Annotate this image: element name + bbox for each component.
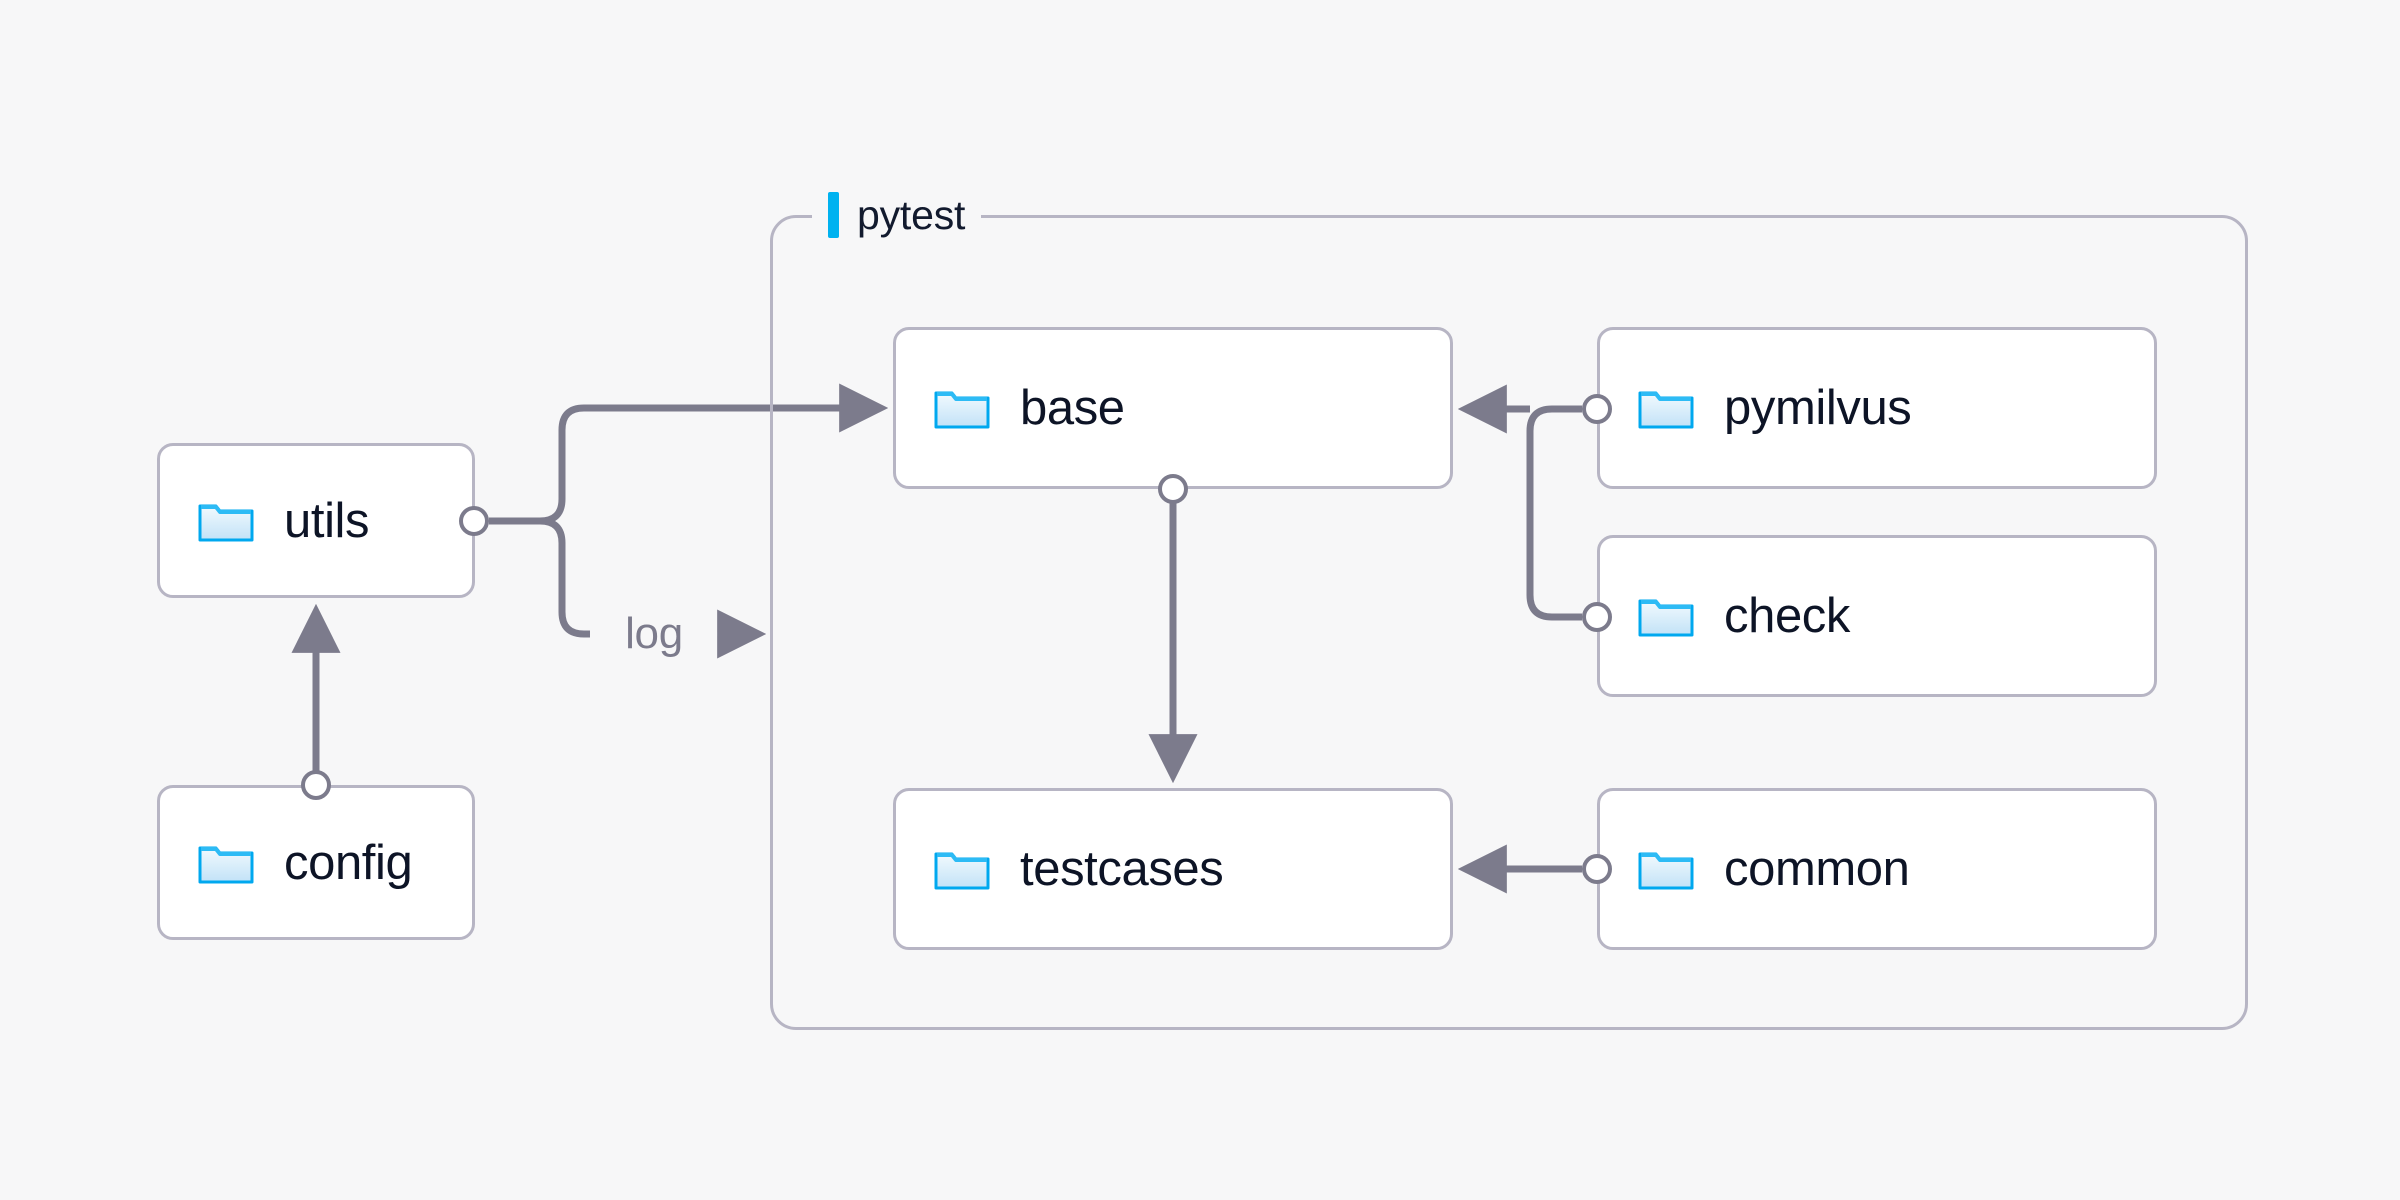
node-base-label: base: [1020, 381, 1125, 435]
node-check-label: check: [1724, 589, 1851, 643]
node-config[interactable]: config: [157, 785, 475, 940]
folder-icon: [1638, 391, 1694, 429]
port-pymilvus-out[interactable]: [1582, 394, 1612, 424]
node-check[interactable]: check: [1597, 535, 2157, 697]
port-config-out[interactable]: [301, 770, 331, 800]
group-pytest-label: pytest: [812, 187, 982, 243]
group-accent-bar: [828, 192, 839, 238]
node-utils[interactable]: utils: [157, 443, 475, 598]
node-testcases[interactable]: testcases: [893, 788, 1453, 950]
node-base[interactable]: base: [893, 327, 1453, 489]
node-pymilvus-label: pymilvus: [1724, 381, 1912, 435]
port-common-out[interactable]: [1582, 854, 1612, 884]
port-check-out[interactable]: [1582, 602, 1612, 632]
node-testcases-label: testcases: [1020, 842, 1224, 896]
node-common[interactable]: common: [1597, 788, 2157, 950]
folder-icon: [1638, 599, 1694, 637]
node-pymilvus[interactable]: pymilvus: [1597, 327, 2157, 489]
node-utils-label: utils: [284, 493, 370, 548]
folder-icon: [198, 504, 254, 541]
folder-icon: [934, 852, 990, 890]
folder-icon: [934, 391, 990, 429]
port-base-out[interactable]: [1158, 474, 1188, 504]
edge-utils-to-pytest: [539, 517, 590, 638]
port-utils-out[interactable]: [459, 506, 489, 536]
folder-icon: [1638, 852, 1694, 890]
folder-icon: [198, 846, 254, 883]
node-config-label: config: [284, 835, 413, 890]
group-pytest[interactable]: [770, 215, 2248, 1030]
node-common-label: common: [1724, 842, 1910, 896]
edge-label-log: log: [619, 609, 689, 659]
group-title: pytest: [857, 192, 966, 238]
